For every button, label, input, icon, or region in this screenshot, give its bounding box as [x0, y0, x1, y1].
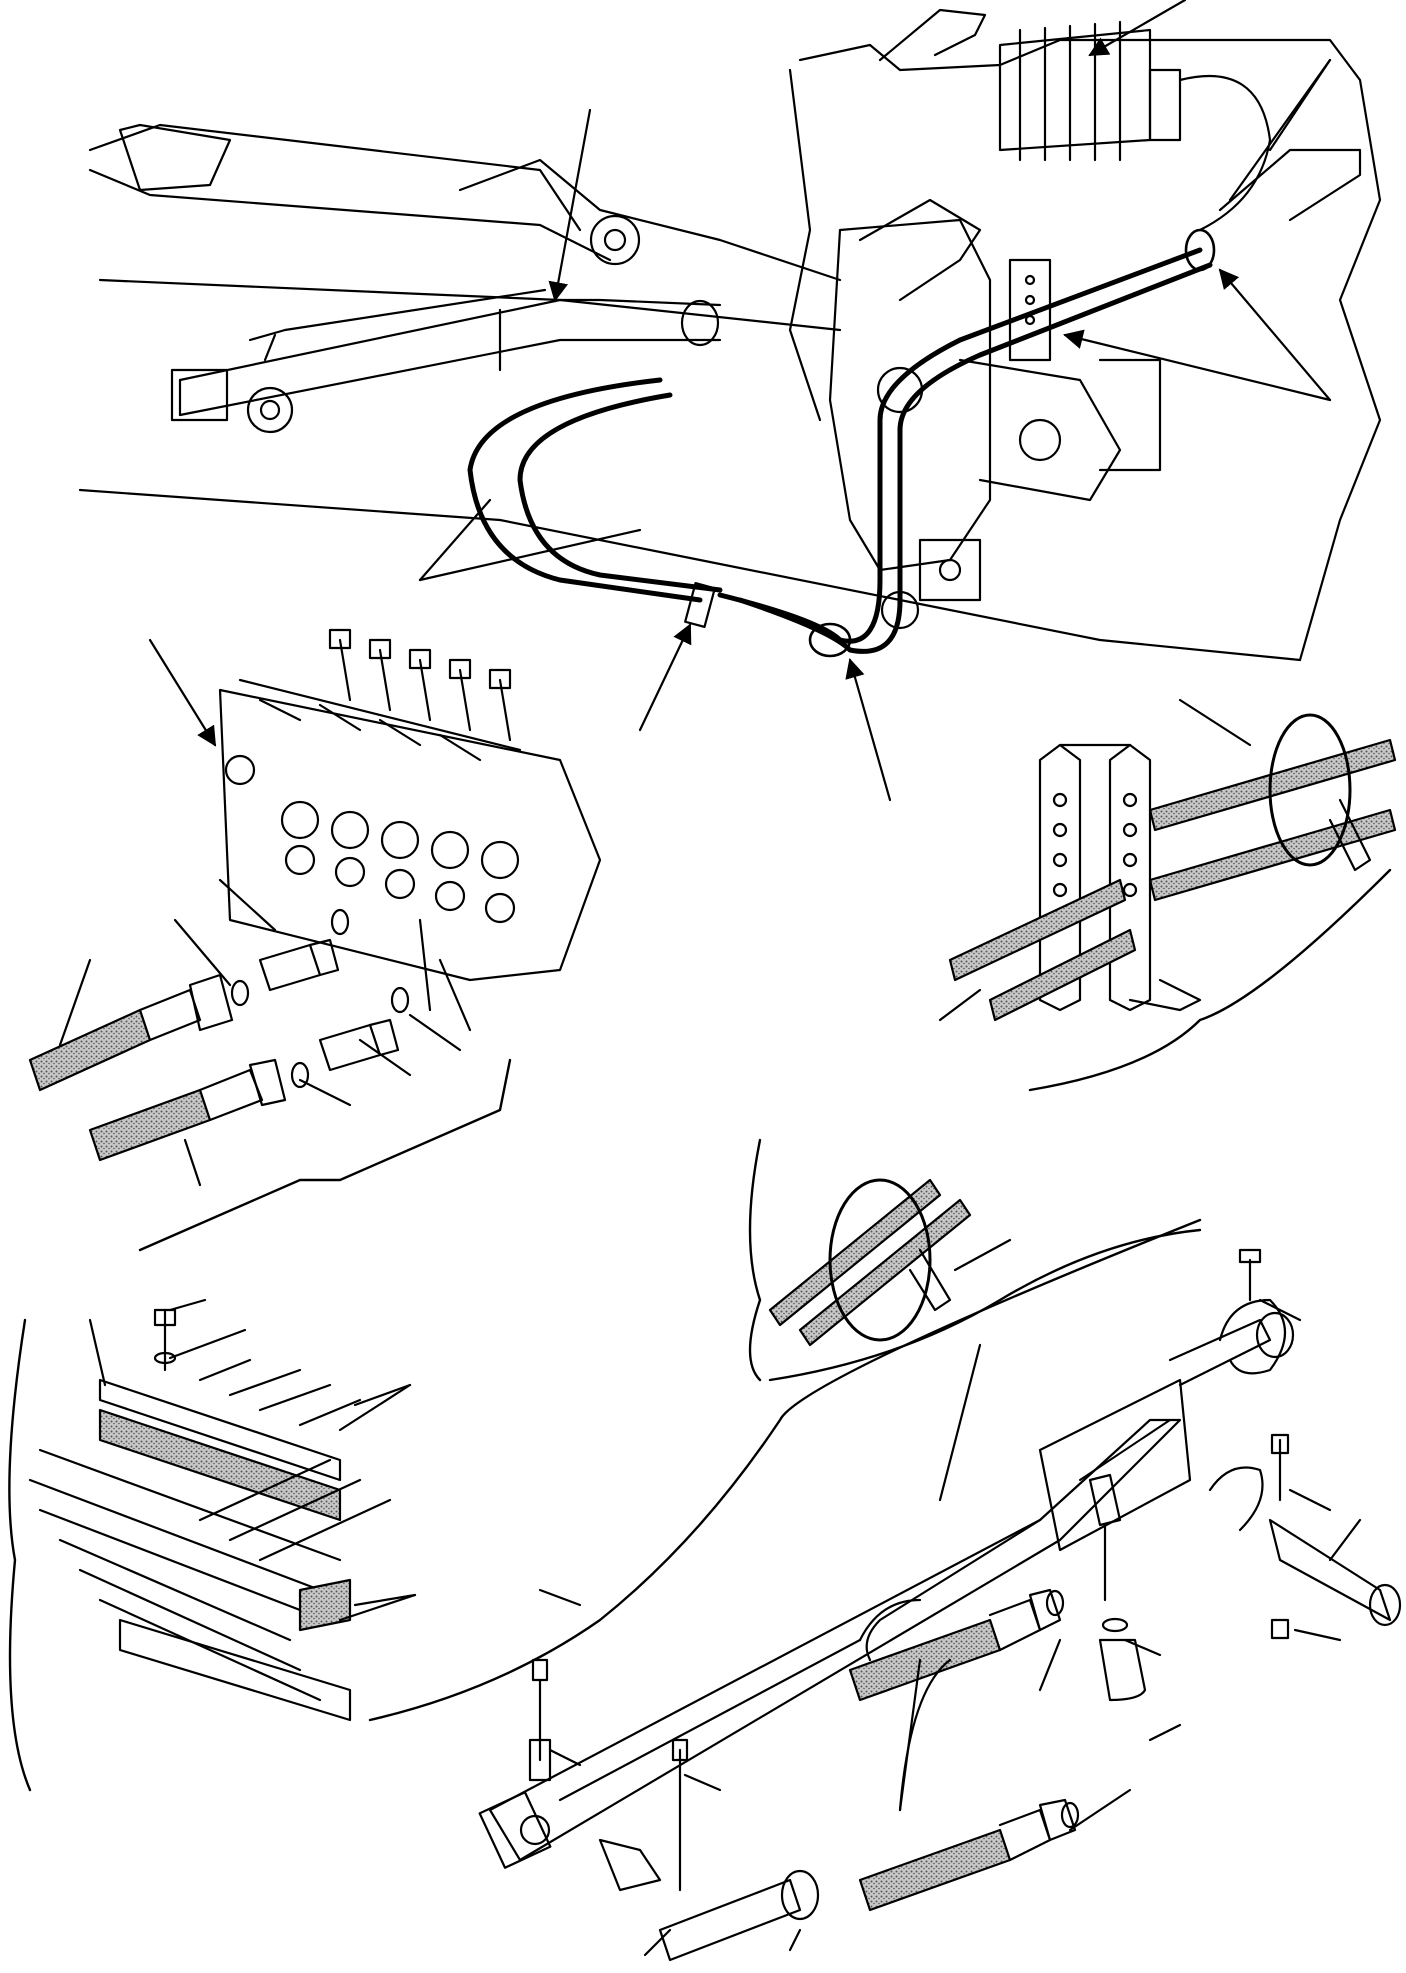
hose-retainer-plate-detail	[8, 1218, 1202, 1792]
boom-and-cylinder-assembly	[78, 8, 1382, 662]
control-valve-bank	[218, 628, 602, 1032]
callout-arrows-top	[418, 0, 1332, 802]
hose-clamp-bracket-detail	[938, 698, 1397, 1092]
valve-fittings-and-hoses	[28, 878, 512, 1252]
hydraulic-cylinder-exploded	[478, 1248, 1402, 1962]
hose-strap-detail	[748, 1138, 1202, 1382]
